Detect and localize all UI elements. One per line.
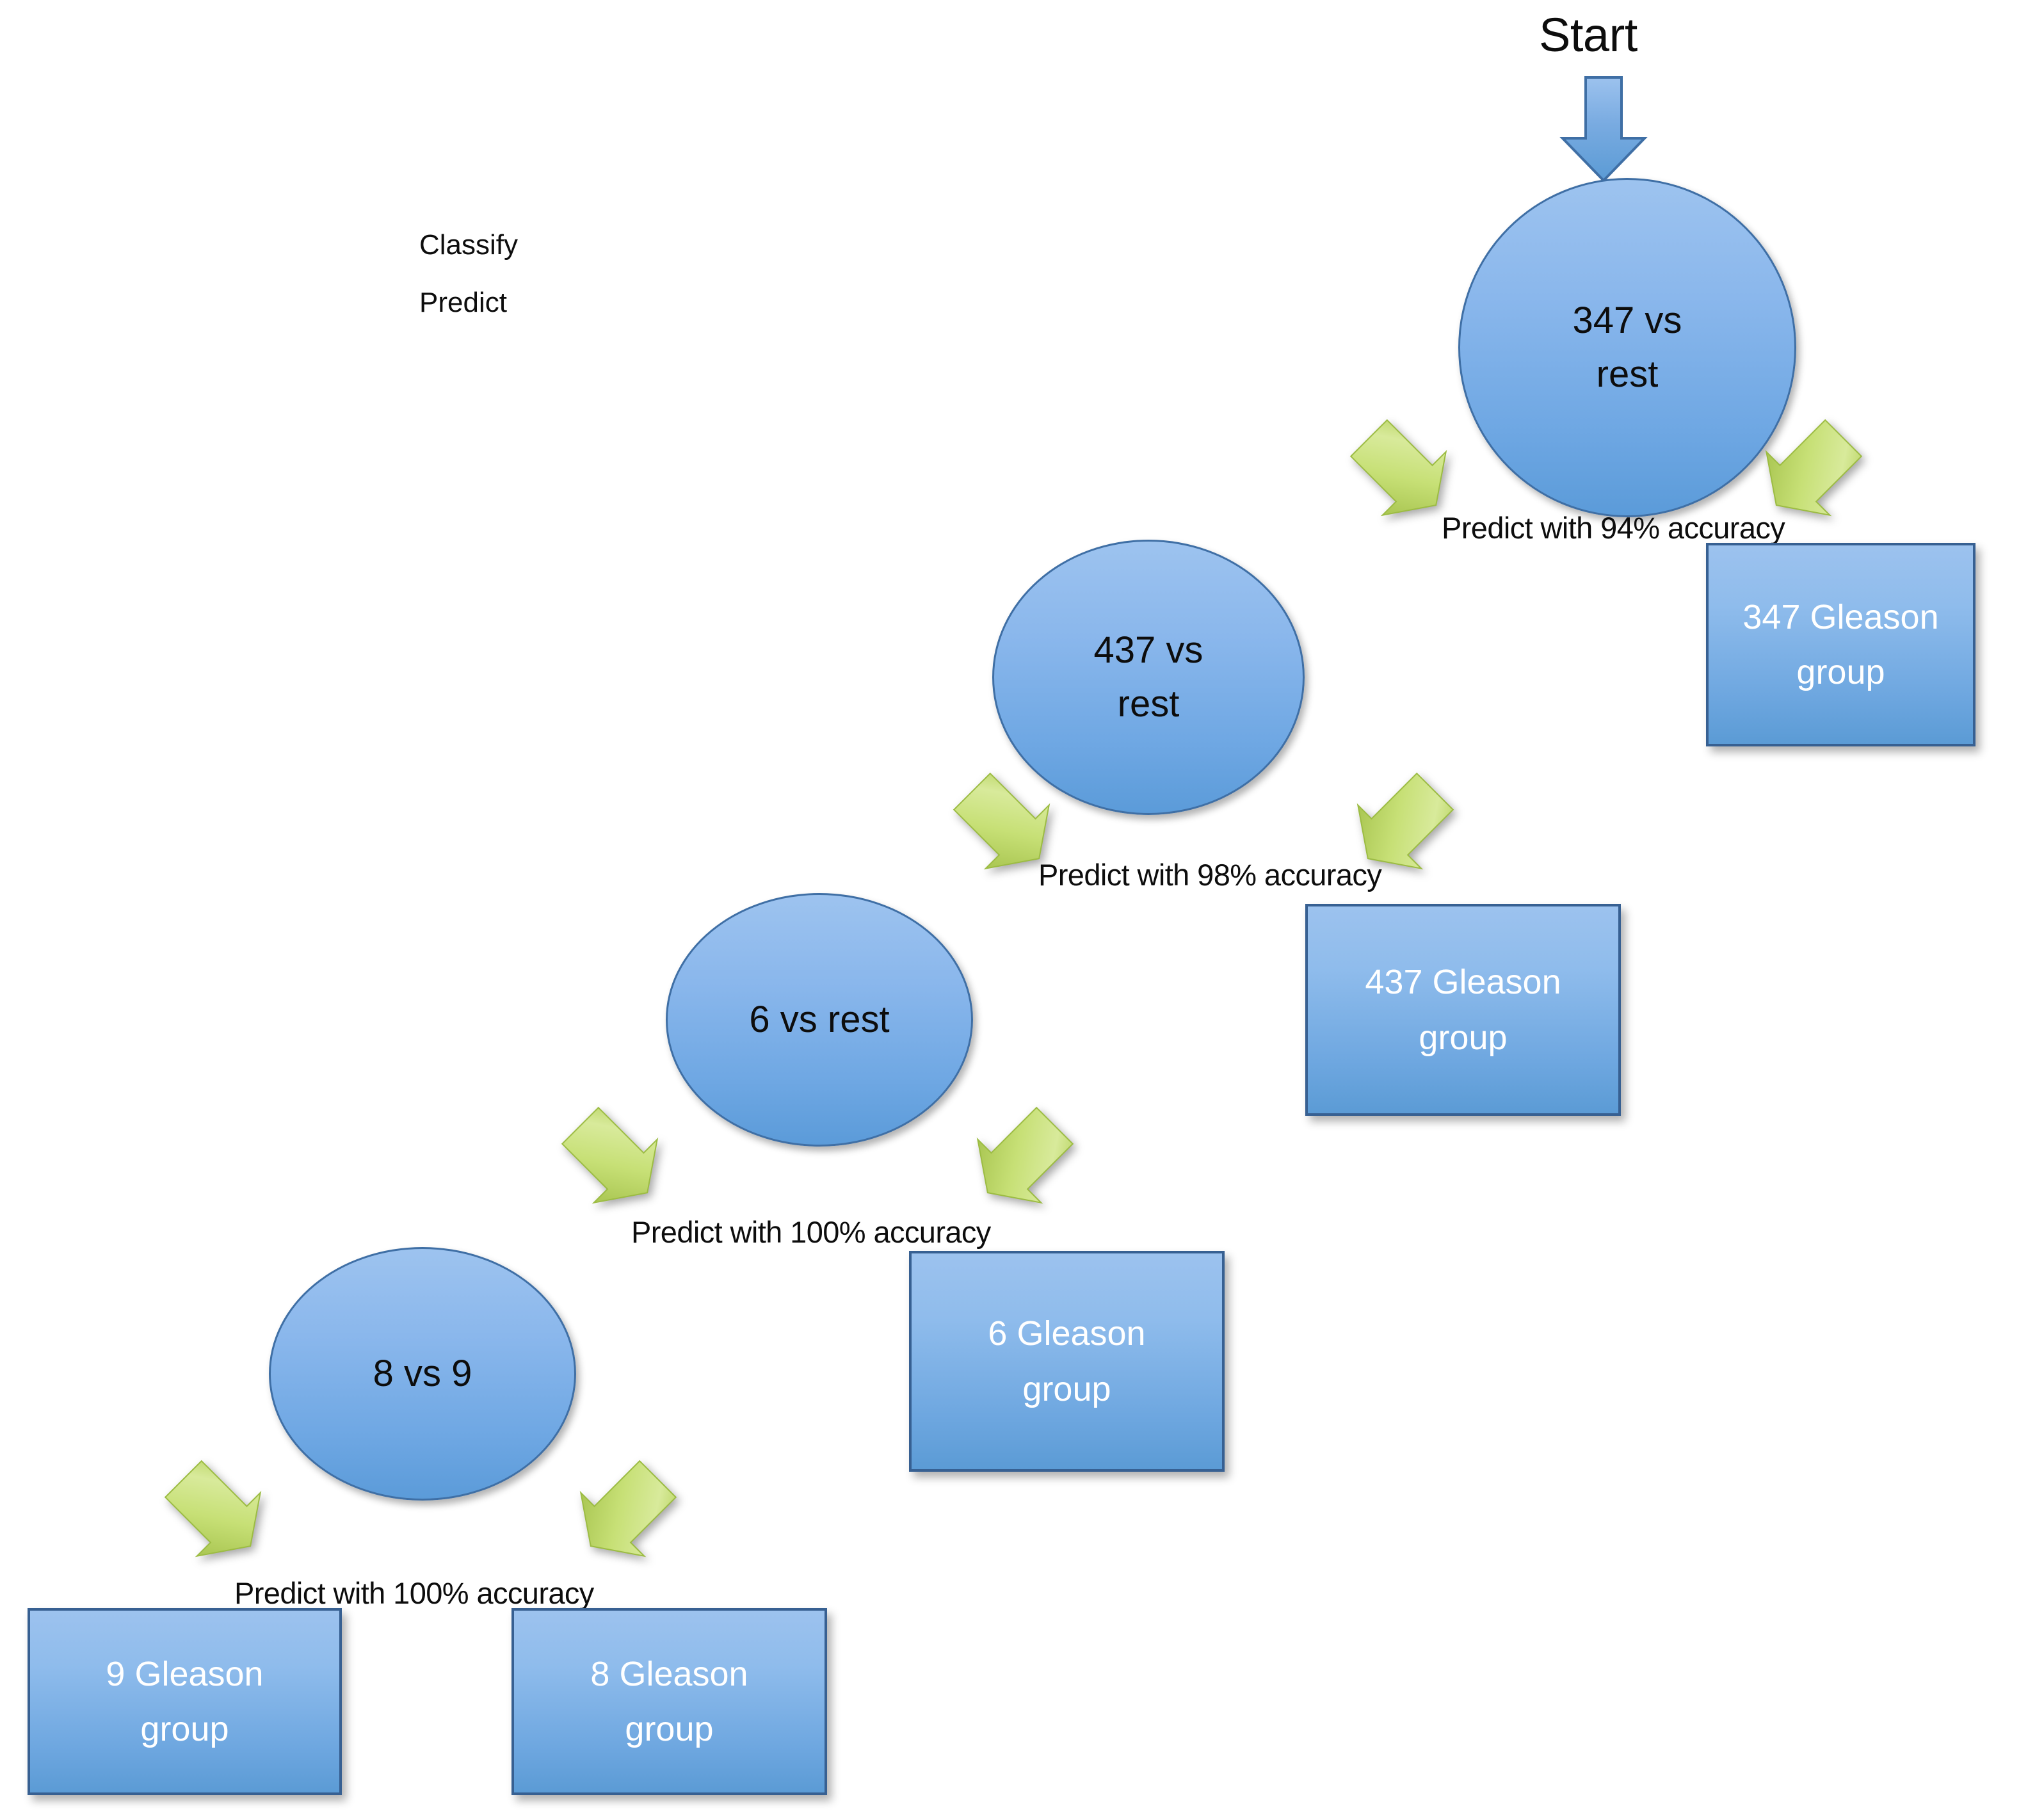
decision-node-437-vs-rest[interactable]: 437 vs rest (992, 540, 1305, 815)
leaf-box-label: 437 Gleason group (1365, 954, 1561, 1065)
start-label: Start (1539, 8, 1638, 61)
branch-arrow-left-level-4-icon (164, 1460, 262, 1558)
legend-classify-label: Classify (419, 229, 519, 261)
leaf-box-label: 347 Gleason group (1742, 590, 1938, 700)
decision-node-8-vs-9[interactable]: 8 vs 9 (269, 1247, 576, 1501)
accuracy-label-level-1: Predict with 94% accuracy (1442, 511, 1785, 545)
leaf-box-9-gleason-group[interactable]: 9 Gleason group (28, 1608, 342, 1795)
decision-node-label: 8 vs 9 (373, 1347, 472, 1401)
node-label-line1: 6 vs rest (749, 998, 890, 1040)
leaf-label-line2: group (1796, 653, 1885, 691)
start-down-arrow-icon (1559, 76, 1648, 182)
node-label-line1: 8 vs 9 (373, 1352, 472, 1394)
leaf-label-line1: 9 Gleason (106, 1654, 264, 1693)
leaf-box-label: 6 Gleason group (988, 1306, 1145, 1417)
decision-node-6-vs-rest[interactable]: 6 vs rest (666, 893, 973, 1147)
leaf-label-line1: 6 Gleason (988, 1314, 1146, 1353)
leaf-box-6-gleason-group[interactable]: 6 Gleason group (909, 1251, 1225, 1472)
node-label-line2: rest (1596, 353, 1659, 395)
accuracy-label-level-4: Predict with 100% accuracy (234, 1576, 594, 1610)
leaf-box-437-gleason-group[interactable]: 437 Gleason group (1305, 904, 1621, 1116)
leaf-label-line1: 347 Gleason (1742, 597, 1939, 636)
leaf-label-line1: 437 Gleason (1365, 963, 1561, 1002)
leaf-label-line2: group (140, 1710, 229, 1748)
branch-arrow-right-level-4-icon (579, 1460, 677, 1558)
leaf-box-8-gleason-group[interactable]: 8 Gleason group (511, 1608, 827, 1795)
branch-arrow-right-level-1-icon (1765, 419, 1863, 517)
leaf-box-347-gleason-group[interactable]: 347 Gleason group (1706, 543, 1976, 746)
leaf-label-line2: group (1022, 1369, 1111, 1408)
legend-predict-label: Predict (419, 287, 507, 318)
node-label-line1: 437 vs (1093, 629, 1203, 671)
branch-arrow-left-level-3-icon (561, 1106, 659, 1204)
decision-node-label: 437 vs rest (1094, 624, 1203, 731)
decision-node-label: 6 vs rest (749, 993, 889, 1047)
branch-arrow-left-level-1-icon (1349, 419, 1447, 517)
accuracy-label-level-2: Predict with 98% accuracy (1038, 858, 1382, 892)
accuracy-label-level-3: Predict with 100% accuracy (631, 1215, 991, 1249)
branch-arrow-right-level-3-icon (976, 1106, 1074, 1204)
leaf-box-label: 9 Gleason group (106, 1647, 263, 1757)
leaf-label-line2: group (625, 1710, 714, 1748)
branch-arrow-right-level-2-icon (1356, 772, 1454, 870)
node-label-line1: 347 vs (1572, 299, 1682, 341)
leaf-label-line2: group (1419, 1018, 1508, 1057)
branch-arrow-left-level-2-icon (953, 772, 1050, 870)
decision-node-347-vs-rest[interactable]: 347 vs rest (1458, 178, 1796, 517)
node-label-line2: rest (1117, 683, 1180, 725)
leaf-label-line1: 8 Gleason (590, 1654, 748, 1693)
decision-node-label: 347 vs rest (1573, 294, 1682, 401)
leaf-box-label: 8 Gleason group (590, 1647, 748, 1757)
